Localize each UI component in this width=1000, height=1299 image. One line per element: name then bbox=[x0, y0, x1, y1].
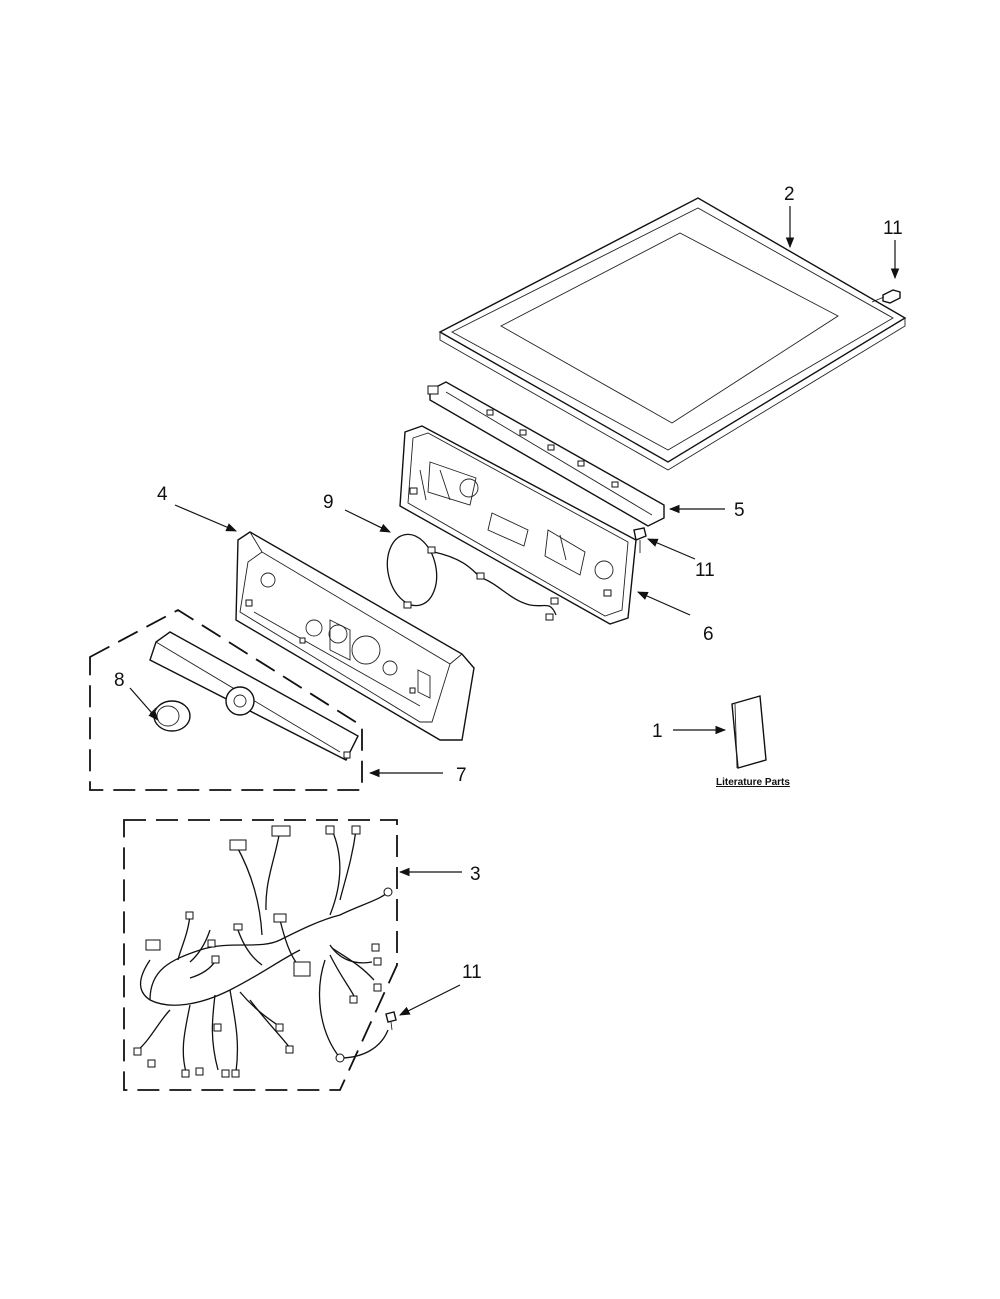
callout-3: 3 bbox=[470, 864, 481, 885]
leader-arrows bbox=[129, 206, 900, 1016]
wire-loop bbox=[386, 533, 559, 621]
wire-harness-assembly bbox=[123, 819, 398, 1091]
callout-9: 9 bbox=[323, 492, 334, 513]
control-panel-assembly bbox=[89, 608, 363, 791]
knob bbox=[149, 700, 191, 732]
callout-2: 2 bbox=[784, 184, 795, 205]
callout-1: 1 bbox=[652, 721, 663, 742]
screw-top-right bbox=[871, 289, 901, 304]
callout-11-mid: 11 bbox=[695, 560, 715, 581]
callout-11-top: 11 bbox=[883, 218, 903, 239]
callout-4: 4 bbox=[157, 484, 168, 505]
literature-parts-label: Literature Parts bbox=[716, 777, 790, 788]
callout-8: 8 bbox=[114, 670, 125, 691]
screw-harness bbox=[385, 1011, 397, 1031]
callout-6: 6 bbox=[703, 624, 714, 645]
callout-5: 5 bbox=[734, 500, 745, 521]
callout-7: 7 bbox=[456, 765, 467, 786]
top-panel bbox=[438, 197, 907, 471]
console-bracket bbox=[427, 381, 665, 527]
screw-console bbox=[633, 527, 647, 553]
console-rear-panel bbox=[399, 425, 637, 625]
console-housing bbox=[235, 531, 475, 741]
callout-11-bottom: 11 bbox=[462, 962, 482, 983]
literature-book bbox=[731, 695, 767, 769]
